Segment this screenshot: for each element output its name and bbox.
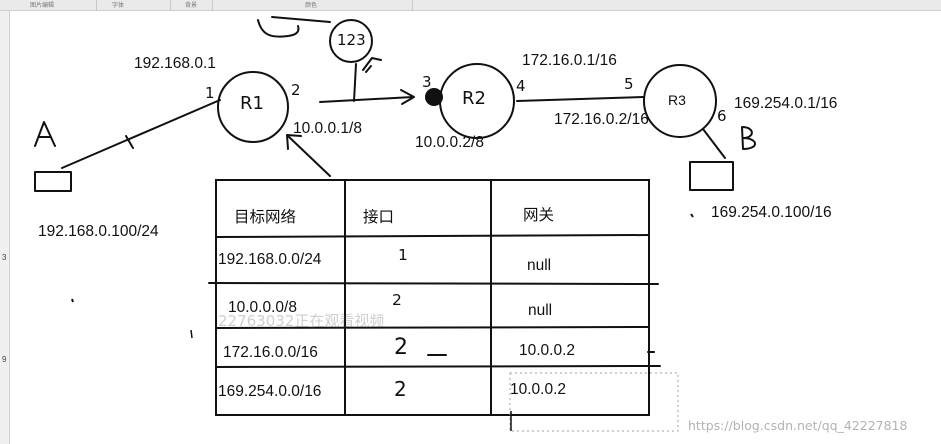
toolbar-separator [170, 0, 171, 10]
link-r1-r2 [319, 96, 414, 103]
host-b-ip: 169.254.0.100/16 [711, 204, 832, 221]
r3-ip-left: 172.16.0.1/16 [522, 52, 617, 69]
scribble [257, 19, 300, 38]
table-cell: 2 [392, 291, 402, 309]
table-cell: 192.168.0.0/24 [218, 251, 322, 268]
top-toolbar: 图片编辑 字体 背景 颜色 [0, 0, 941, 11]
r3-if-right: 6 [717, 107, 727, 125]
toolbar-group-label[interactable]: 背景 [185, 2, 198, 9]
table-cell: 1 [398, 246, 408, 264]
link-tick [125, 135, 134, 149]
r2-port-dot [425, 88, 443, 106]
toolbar-separator [96, 0, 97, 10]
toolbar-group-label[interactable]: 颜色 [305, 2, 318, 9]
table-cell: null [527, 257, 552, 274]
ruler-mark: 3 [2, 253, 7, 262]
viewer-watermark: 22763032正在观看视频 [218, 312, 385, 330]
table-header-gateway: 网关 [523, 207, 555, 224]
toolbar-group-label[interactable]: 字体 [112, 2, 125, 9]
arrow-head [400, 89, 415, 105]
pc-label: 123 [337, 31, 366, 49]
router-r1 [217, 71, 289, 143]
link-to-pc [353, 63, 357, 102]
link-r2-r3 [516, 96, 645, 102]
table-cell: 2 [394, 335, 408, 360]
r1-ip-left: 192.168.0.1 [134, 55, 216, 72]
host-a-box [34, 171, 72, 192]
left-ruler: 3 9 [0, 11, 10, 444]
table-row-divider [215, 234, 650, 238]
r2-ip-right: 172.16.0.2/16 [554, 111, 649, 128]
table-cell: 10.0.0.0/8 [228, 299, 297, 316]
letter-a-mark [34, 121, 56, 147]
table-header-dest: 目标网络 [234, 209, 297, 226]
r3-label: R3 [668, 92, 686, 108]
table-cell: 10.0.0.2 [519, 342, 576, 359]
link-r3-b [702, 128, 726, 159]
link-a-r1 [61, 99, 221, 169]
r1-if-left: 1 [205, 84, 215, 102]
stray-mark [190, 329, 193, 339]
table-header-interface: 接口 [363, 209, 395, 226]
r1-if-right: 2 [291, 81, 301, 99]
r2-if-right: 4 [516, 77, 526, 95]
table-cell: null [528, 302, 553, 319]
table-cell: 169.254.0.0/16 [218, 383, 322, 400]
r2-label: R2 [462, 88, 486, 109]
r1-label: R1 [240, 93, 264, 114]
stray-mark [71, 298, 74, 303]
pc-123-circle [329, 19, 373, 63]
r3-ip-right: 169.254.0.1/16 [734, 95, 838, 112]
table-cell: 2 [394, 377, 407, 401]
host-a-ip: 192.168.0.100/24 [38, 223, 159, 240]
routing-table-border [215, 179, 650, 416]
r3-if-left: 5 [624, 75, 634, 93]
selection-box[interactable] [509, 372, 679, 432]
r2-if-left: 3 [422, 73, 432, 91]
pointer-arrow [287, 135, 331, 177]
r1-ip-right: 10.0.0.1/8 [293, 120, 362, 137]
scribble [271, 16, 331, 23]
table-row-divider [215, 326, 650, 329]
toolbar-separator [212, 0, 213, 10]
router-r3 [643, 64, 717, 138]
scribble [362, 57, 382, 73]
table-row-divider [215, 365, 661, 368]
letter-b-mark [741, 126, 756, 150]
ruler-mark: 9 [2, 355, 7, 364]
r2-ip-left: 10.0.0.2/8 [415, 134, 484, 151]
table-cell: 10.0.0.2 [510, 381, 567, 398]
toolbar-separator [412, 0, 413, 10]
toolbar-group-label[interactable]: 图片编辑 [30, 2, 55, 9]
table-row-divider [208, 282, 659, 285]
arrow-head [286, 134, 302, 150]
table-cell: 172.16.0.0/16 [223, 344, 318, 361]
source-url-watermark: https://blog.csdn.net/qq_42227818 [688, 418, 908, 433]
stray-mark [690, 213, 694, 218]
host-b-box [689, 161, 734, 191]
